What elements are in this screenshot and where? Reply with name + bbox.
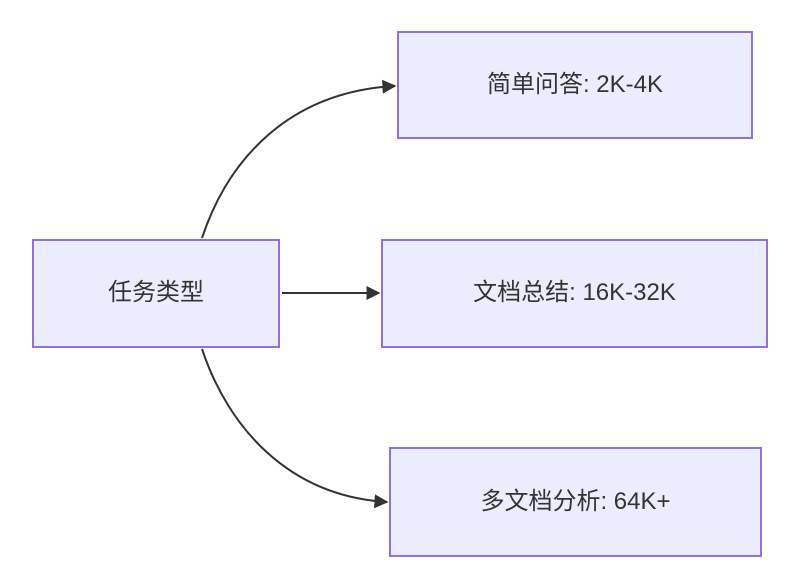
node-simple-qa: 简单问答: 2K-4K (397, 31, 753, 139)
node-doc-summary-label: 文档总结: 16K-32K (473, 279, 676, 307)
node-simple-qa-label: 简单问答: 2K-4K (486, 70, 664, 98)
node-multi-doc-analysis: 多文档分析: 64K+ (389, 447, 762, 557)
edge-root-to-simple-qa (201, 79, 397, 239)
node-task-type-label: 任务类型 (108, 279, 204, 307)
node-task-type: 任务类型 (32, 239, 280, 348)
edge-root-to-multi-doc (201, 348, 389, 509)
node-doc-summary: 文档总结: 16K-32K (381, 239, 768, 348)
node-multi-doc-analysis-label: 多文档分析: 64K+ (480, 487, 671, 515)
